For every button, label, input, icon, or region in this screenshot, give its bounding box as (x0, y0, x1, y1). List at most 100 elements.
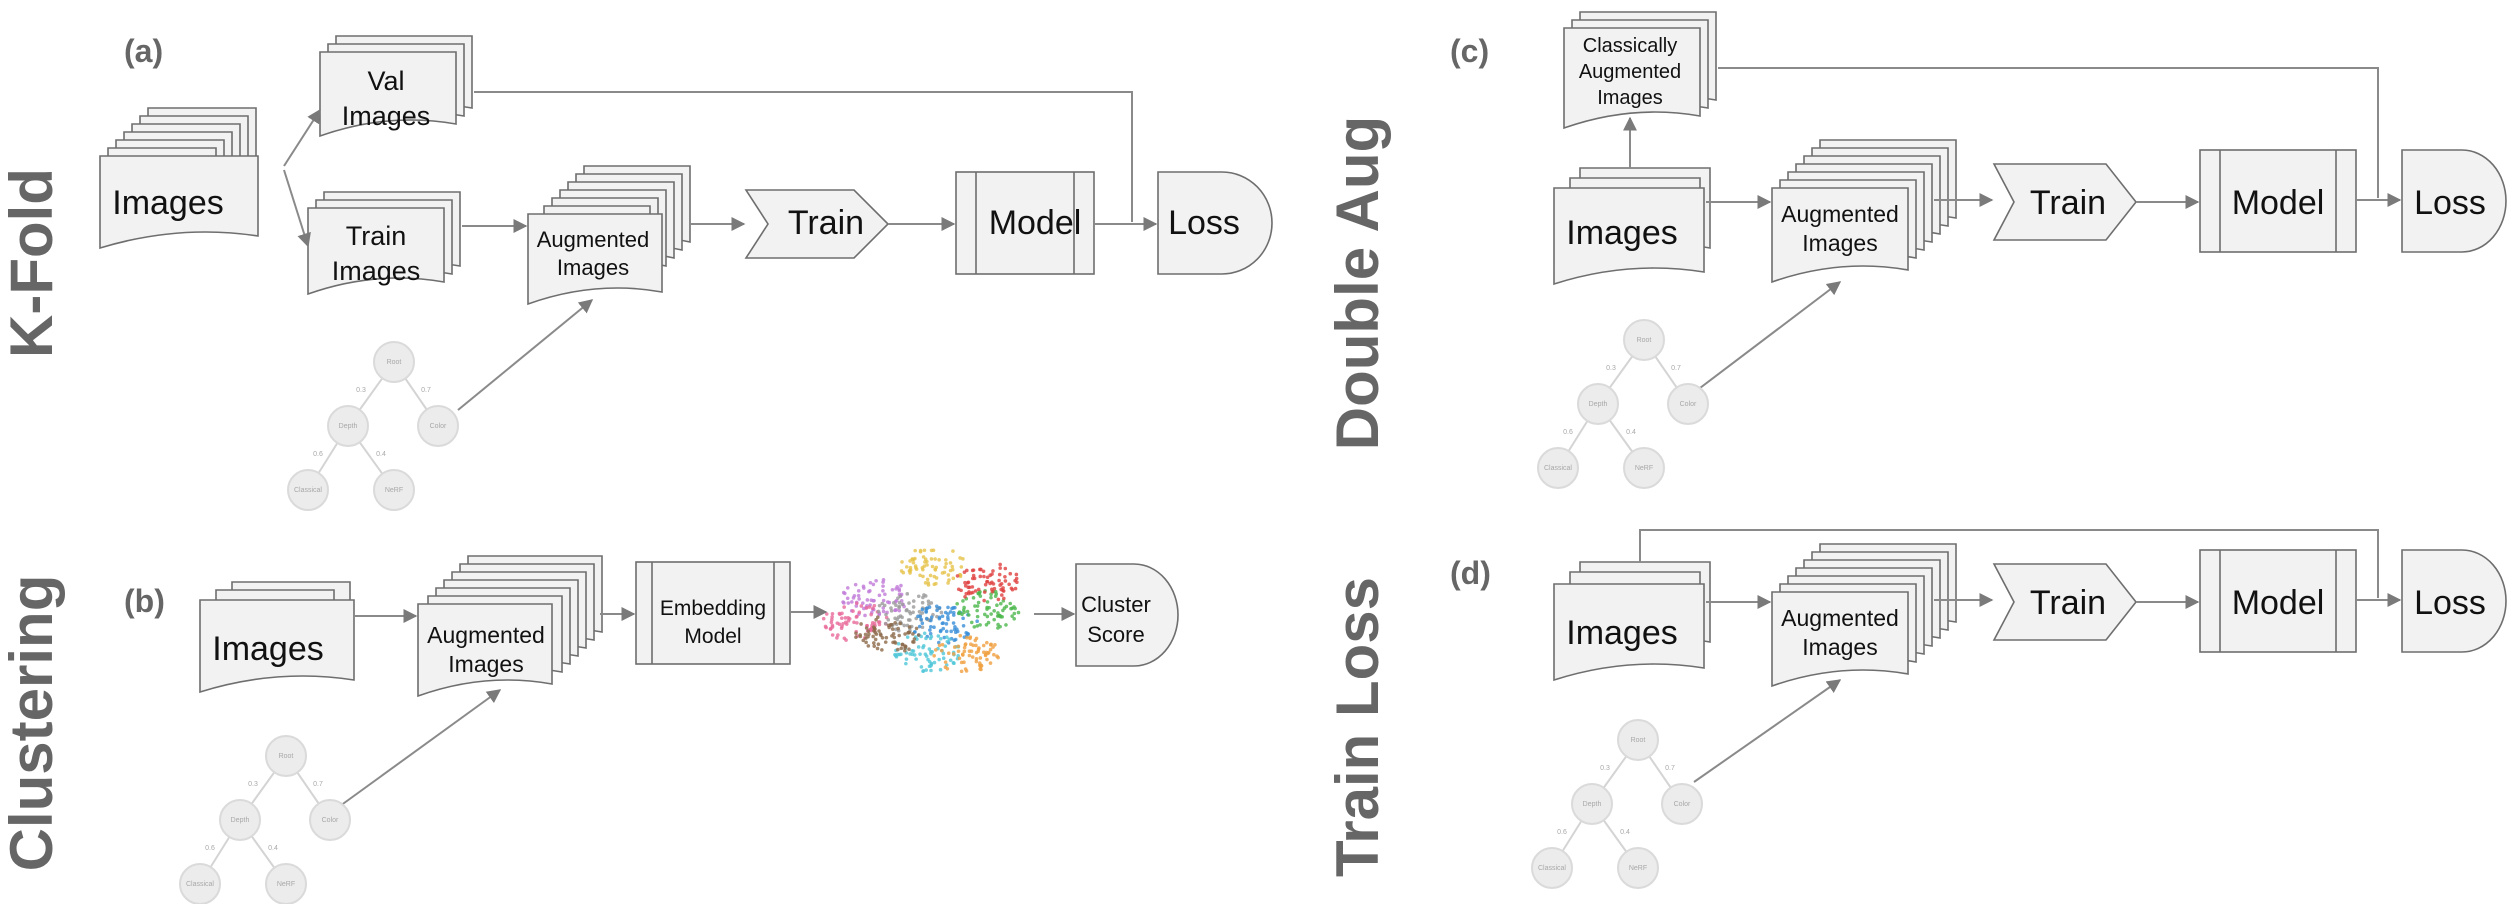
cluster-point (969, 620, 974, 625)
cluster-point (985, 640, 989, 645)
cluster-point (876, 609, 881, 614)
cluster-point (974, 650, 979, 655)
model-label: Model (989, 204, 1082, 242)
cluster-point (921, 595, 925, 600)
cluster-point (985, 575, 990, 580)
cluster-point (996, 611, 1000, 615)
cluster-point (960, 652, 965, 657)
cluster-point (963, 584, 968, 588)
cluster-point (988, 647, 993, 652)
cluster-point (941, 626, 946, 631)
cluster-point (940, 614, 945, 619)
cluster-point (830, 612, 835, 616)
cluster-point (854, 604, 859, 608)
tree-node-label: Root (279, 753, 294, 760)
cluster-point (947, 637, 952, 642)
cluster-point (972, 576, 977, 581)
augmented-c-label-2: Images (1802, 230, 1877, 256)
cluster-point (1001, 589, 1006, 593)
tree-node-nerf (1617, 847, 1659, 889)
cluster-point (951, 652, 956, 656)
cluster-point (971, 596, 976, 600)
cluster-point (961, 557, 965, 561)
cluster-point (932, 625, 936, 630)
cluster-point (846, 601, 851, 605)
cluster-point (959, 669, 964, 674)
cluster-point (986, 620, 991, 625)
cluster-point (880, 635, 885, 640)
cluster-point (967, 653, 972, 658)
cluster-point (843, 616, 848, 620)
cluster-point (880, 601, 885, 606)
cluster-point (837, 611, 842, 616)
cluster-point (904, 565, 909, 569)
panel-c: Classically Augmented Images Images Augm… (1553, 11, 2507, 389)
cluster-point (981, 643, 986, 648)
loss-c-label: Loss (2414, 184, 2486, 222)
cluster-point (899, 569, 904, 573)
cluster-point (884, 612, 888, 617)
embedding-model-label-2: Model (684, 625, 741, 648)
tree-node-classical (179, 863, 221, 904)
cluster-point (905, 592, 910, 596)
cluster-point (946, 581, 950, 585)
doc-stack-classically-augmented: Classically Augmented Images (1563, 11, 1717, 130)
cluster-point (941, 651, 946, 656)
cluster-point (861, 638, 866, 643)
panel-a: Images Val Images Train Images Aug (99, 35, 1273, 411)
cluster-point (917, 609, 922, 614)
cluster-point (937, 643, 942, 648)
cluster-point (948, 568, 953, 573)
cluster-point (936, 634, 941, 638)
cluster-point (845, 586, 850, 590)
cluster-point (1009, 586, 1014, 591)
cluster-point (977, 646, 981, 650)
tree-edge-prob: 0.7 (421, 387, 431, 394)
cluster-point (934, 604, 939, 609)
arrow-c-tree-to-aug (1699, 281, 1842, 389)
cluster-point (1003, 566, 1008, 571)
cluster-point (949, 629, 954, 634)
cluster-point (847, 616, 852, 621)
cluster-point (894, 654, 899, 659)
tree-edge-prob: 0.3 (248, 781, 258, 788)
cluster-point (976, 600, 981, 605)
cluster-point (921, 574, 925, 579)
cluster-point (896, 596, 900, 600)
cluster-score-label-2: Score (1087, 622, 1144, 647)
cluster-point (889, 622, 894, 627)
cluster-point (863, 613, 867, 618)
cluster-point (904, 661, 908, 666)
cluster-point (945, 639, 950, 644)
cluster-point (1003, 575, 1007, 579)
cluster-point (829, 620, 834, 625)
cluster-point (896, 641, 901, 646)
cluster-point (1015, 580, 1019, 585)
tree-node-label: Classical (186, 881, 214, 888)
tree-node-label: Classical (1538, 865, 1566, 872)
cluster-point (1012, 616, 1016, 621)
cluster-point (952, 661, 956, 666)
cluster-point (893, 608, 898, 612)
cluster-point (897, 600, 902, 605)
cluster-point (900, 615, 904, 620)
cluster-point (950, 564, 955, 569)
tree-node-nerf (1623, 447, 1665, 489)
cluster-point (1010, 614, 1014, 618)
cluster-point (877, 629, 881, 633)
cluster-point (983, 653, 988, 658)
tree-edge-prob: 0.4 (376, 451, 386, 458)
model-c-label: Model (2232, 184, 2325, 222)
cluster-point (990, 587, 994, 592)
cluster-point (998, 566, 1002, 570)
cluster-point (880, 648, 884, 652)
arrow-images-to-train (283, 169, 311, 248)
cluster-point (959, 565, 964, 569)
cluster-point (1001, 586, 1005, 590)
cluster-point (982, 598, 986, 603)
cluster-point (967, 585, 972, 590)
cluster-point (864, 640, 868, 645)
cluster-point (946, 651, 951, 656)
cluster-point (906, 618, 911, 622)
cluster-point (971, 573, 976, 578)
